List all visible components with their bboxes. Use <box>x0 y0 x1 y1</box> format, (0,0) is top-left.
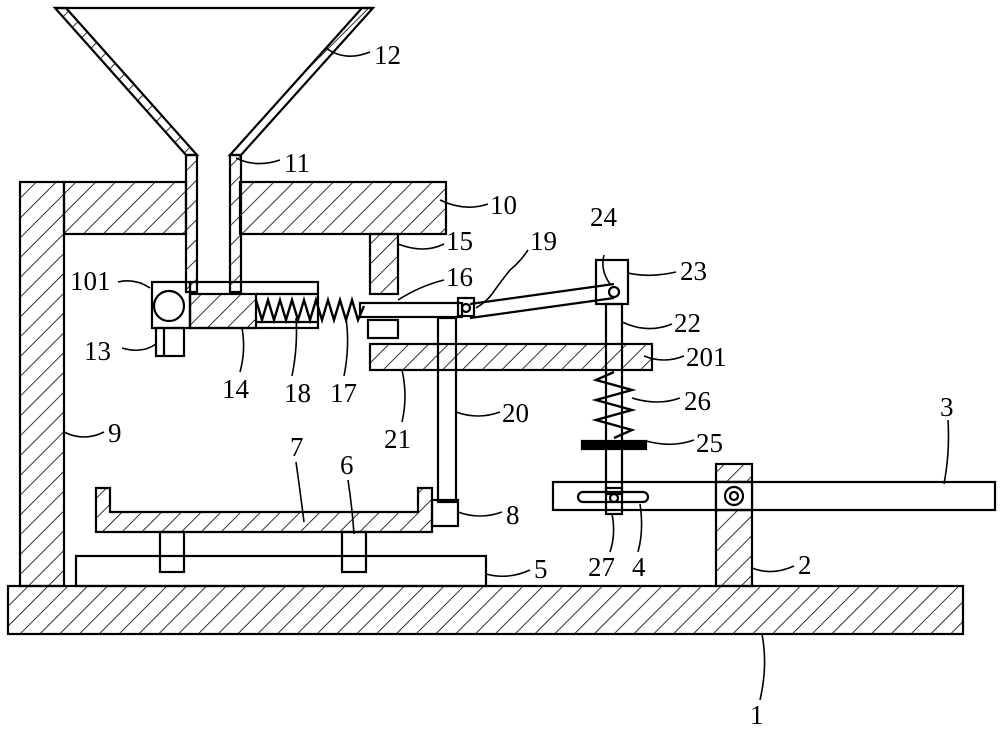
label-20: 20 <box>502 398 529 428</box>
label-27: 27 <box>588 552 615 582</box>
label-13: 13 <box>84 336 111 366</box>
pivot-pin-outer <box>723 485 745 507</box>
base-plate <box>6 584 965 636</box>
connecting-link-bottom <box>469 296 615 320</box>
label-21: 21 <box>384 424 411 454</box>
top-plate-right <box>238 180 448 236</box>
vertical-shaft <box>604 302 624 496</box>
label-22: 22 <box>674 308 701 338</box>
tray-support-left <box>158 530 186 574</box>
label-201: 201 <box>686 342 727 372</box>
label-24: 24 <box>590 202 618 232</box>
pivot-pin-inner <box>728 490 740 502</box>
tray-support-right <box>340 530 368 574</box>
label-11: 11 <box>284 148 310 178</box>
label-23: 23 <box>680 256 707 286</box>
slider-block <box>188 292 258 330</box>
push-rod <box>358 301 464 319</box>
label-9: 9 <box>108 418 122 448</box>
label-14: 14 <box>222 374 250 404</box>
tray <box>94 486 434 534</box>
label-4: 4 <box>632 552 646 582</box>
nozzle <box>154 326 186 358</box>
feed-pipe-right-wall <box>228 153 243 294</box>
label-3: 3 <box>940 392 954 422</box>
bracket-plate <box>368 342 654 372</box>
label-15: 15 <box>446 226 473 256</box>
hinge-block <box>456 296 476 318</box>
lever-pin <box>604 486 624 516</box>
hopper-left-wall <box>52 6 200 157</box>
part-labels: 12 11 10 24 15 19 23 101 16 22 13 201 14… <box>70 40 954 730</box>
label-17: 17 <box>330 378 357 408</box>
label-101: 101 <box>70 266 111 296</box>
top-plate-left <box>62 180 188 236</box>
label-5: 5 <box>534 554 548 584</box>
top-pin <box>607 285 621 299</box>
spring-vertical <box>591 370 637 440</box>
hopper-right-wall <box>227 6 376 157</box>
vertical-rod <box>436 316 458 504</box>
label-7: 7 <box>290 432 304 462</box>
feed-pipe-left-wall <box>184 153 199 294</box>
label-12: 12 <box>374 40 401 70</box>
label-2: 2 <box>798 550 812 580</box>
label-10: 10 <box>490 190 517 220</box>
leader-lines <box>63 47 950 701</box>
label-18: 18 <box>284 378 311 408</box>
label-6: 6 <box>340 450 354 480</box>
vertical-post <box>368 232 400 296</box>
label-1: 1 <box>750 700 764 730</box>
rod-end <box>430 498 460 528</box>
label-19: 19 <box>530 226 557 256</box>
spring-seat <box>580 439 648 451</box>
connecting-link-top <box>469 282 615 306</box>
support-base <box>74 554 488 588</box>
push-rod-bushing <box>366 318 400 340</box>
spring-horizontal <box>254 295 366 325</box>
left-wall <box>18 180 66 588</box>
ball-valve <box>152 289 186 323</box>
label-25: 25 <box>696 428 723 458</box>
lever-arm <box>551 480 997 512</box>
label-26: 26 <box>684 386 711 416</box>
label-16: 16 <box>446 262 473 292</box>
label-8: 8 <box>506 500 520 530</box>
